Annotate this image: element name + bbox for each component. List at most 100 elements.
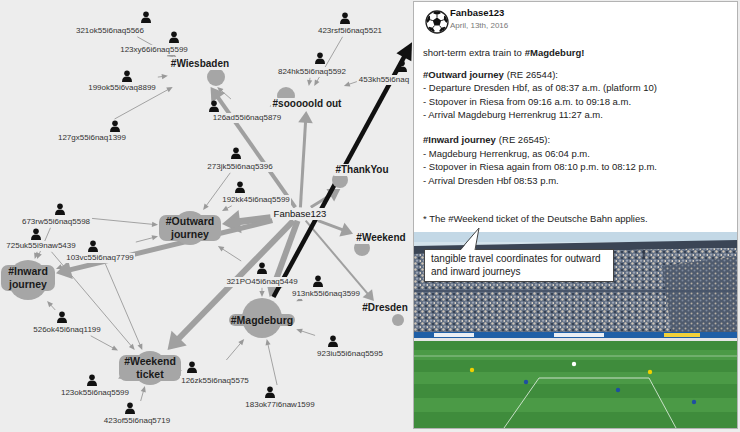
tweet-text: * The #Weekend ticket of the Deutsche Ba…: [423, 213, 648, 224]
hub-node: Fanbase123: [272, 208, 329, 219]
user-id-label: 526ok45i6naq1199: [32, 325, 101, 335]
user-id-label: 103vc55i6naq7799: [65, 253, 135, 263]
user-node: 126ad55i6naq5879: [208, 100, 282, 123]
user-node: 123ok55i6naq5599: [60, 374, 130, 398]
user-id-label: 673rw55i6naq5598: [21, 217, 91, 227]
soccer-ball-icon: [425, 11, 449, 34]
person-icon: [396, 60, 408, 72]
person-icon: [230, 147, 242, 159]
hashtag-node: #Weekend: [354, 232, 408, 256]
hashtag-circle: [392, 314, 404, 326]
person-icon: [140, 11, 152, 23]
connector: [296, 329, 315, 336]
tweet-text: - Stopover in Riesa again from 08:10 p.m…: [423, 161, 657, 172]
hashtag-label: #Weekend ticket: [119, 355, 181, 380]
hashtag-label: #Weekend: [354, 232, 407, 244]
person-icon: [168, 31, 180, 43]
person-icon: [86, 374, 98, 386]
user-id-label: 913nk55i6naq3599: [291, 289, 361, 299]
user-node: 453kh55i6naq: [358, 60, 410, 85]
hashtag-label: #Outward journey: [159, 215, 221, 240]
user-node: 273jk55i6naq5396: [206, 147, 273, 172]
connector: [318, 221, 353, 237]
person-icon: [109, 120, 121, 132]
hashtag-bubble: #Outward journey: [159, 211, 221, 245]
user-node: 127gx55i6naq1399: [57, 120, 127, 143]
tweet-date: April, 13th, 2016: [450, 21, 508, 31]
user-node: 526ok45i6naq1199: [32, 311, 101, 335]
tweet-text: short-term extra train to: [423, 47, 522, 58]
person-icon: [56, 311, 68, 323]
person-icon: [339, 12, 351, 24]
user-node: 321ok55i6naq5566: [75, 11, 152, 36]
connector: [47, 301, 55, 310]
connector: [344, 82, 357, 87]
user-id-label: 423of55i6naq5719: [103, 416, 171, 426]
user-node: 321PO45i6naq5449: [225, 262, 298, 287]
person-icon: [54, 203, 66, 215]
connector: [141, 386, 146, 401]
person-icon: [327, 335, 339, 347]
person-icon: [208, 100, 220, 112]
user-node: 725uk55i9naw5439: [5, 228, 76, 251]
hashtag-label: #Wiesbaden: [169, 58, 231, 70]
tweet-text: - Departure Dresden Hbf, as of 08:37 a.m…: [423, 82, 657, 93]
person-icon: [314, 52, 326, 64]
panel-ground: [414, 2, 737, 428]
person-icon: [256, 262, 268, 274]
connector: [218, 246, 241, 261]
person-icon: [234, 181, 246, 193]
person-icon: [121, 70, 133, 82]
user-node: 192kk45i6naq5599: [221, 181, 291, 205]
hashtag-label: #Magdeburg: [229, 314, 295, 327]
connector: [91, 336, 118, 351]
hashtag-node: #sooooold out: [271, 87, 344, 110]
tweet-text: (RE 26544):: [507, 69, 558, 80]
person-icon: [186, 361, 198, 373]
user-node: 913nk55i6naq3599: [291, 275, 361, 299]
hashtag-bubble: #Magdeburg: [229, 298, 295, 338]
connector: [34, 252, 39, 259]
connector: [259, 288, 264, 297]
connector: [92, 218, 158, 226]
user-id-label: 127gx55i6naq1399: [57, 133, 127, 143]
connector: [266, 339, 278, 385]
user-node: 423of55i6naq5719: [103, 402, 171, 426]
hub-label: Fanbase123: [272, 208, 329, 219]
user-node: 824hk55i6naq5592: [277, 52, 347, 77]
stadium-photo: [414, 232, 737, 428]
hashtag-label: #sooooold out: [271, 98, 344, 110]
hashtag-bubble: #Inward journey: [1, 260, 55, 300]
hashtag-bubble: #Weekend ticket: [119, 351, 181, 385]
tweet-text: - Magdeburg Herrenkrug, as 06:04 p.m.: [423, 148, 590, 159]
hashtag-node: #Dresden: [360, 302, 410, 326]
tweet-text: - Arrival Dresden Hbf 08:53 p.m.: [423, 175, 559, 186]
user-id-label: 725uk55i9naw5439: [5, 241, 76, 251]
user-id-label: 923iu55i6naq5595: [316, 349, 384, 359]
connector: [105, 264, 142, 350]
connector: [222, 206, 232, 211]
hashtag-circle: [207, 68, 225, 86]
user-id-label: 199ok55i6vaq8899: [87, 83, 157, 93]
user-id-label: 123xy66i6naq5599: [119, 45, 189, 55]
hashtag-node: #ThankYou: [332, 164, 391, 188]
user-id-label: 824hk55i6naq5592: [277, 67, 347, 77]
user-id-label: 126ad55i6naq5879: [212, 113, 283, 123]
connector: [298, 111, 313, 207]
user-id-label: 423rsf5i6naq5521: [317, 26, 383, 36]
user-node: 199ok55i6vaq8899: [87, 70, 157, 93]
user-id-label: 273jk55i6naq5396: [206, 162, 273, 172]
tweet-text: #Magdeburg!: [525, 47, 585, 58]
tweet-panel: Fanbase123April, 13th, 2016short-term ex…: [413, 1, 738, 429]
user-id-label: 453kh55i6naq: [358, 75, 410, 85]
hashtag-label: #ThankYou: [333, 164, 390, 176]
tweet-text: (RE 26545):: [499, 134, 550, 145]
callout-box: tangible travel coordinates for outward …: [424, 249, 614, 282]
hashtag-label: #Dresden: [360, 302, 410, 314]
connector: [158, 74, 168, 79]
connector: [314, 37, 342, 86]
user-node: 126zk55i6naq5575: [180, 361, 250, 386]
callout-text: tangible travel coordinates for outward …: [431, 253, 607, 278]
connector: [226, 339, 244, 360]
user-node: 123xy66i6naq5599: [119, 31, 189, 55]
